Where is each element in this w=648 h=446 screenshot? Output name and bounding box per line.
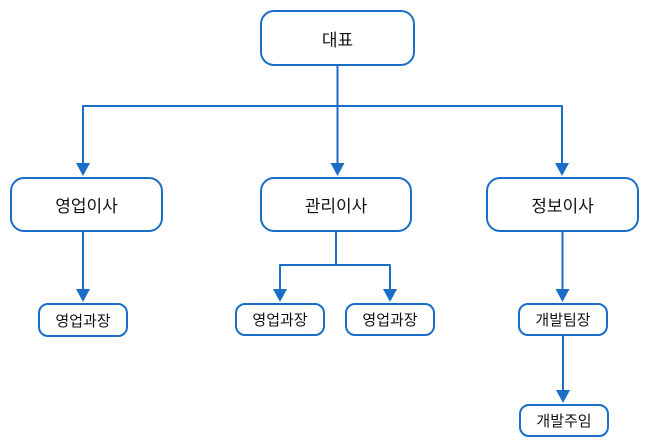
node-dev-senior-label: 개발주임	[536, 413, 592, 430]
node-ceo-label: 대표	[321, 30, 354, 50]
node-sales-manager-3-label: 영업과장	[362, 312, 418, 329]
node-sales-manager-3[interactable]: 영업과장	[345, 303, 435, 336]
arrowhead-sales-manager-3	[383, 289, 397, 302]
arrowhead-management-director	[330, 163, 345, 176]
node-management-director-label: 관리이사	[304, 197, 368, 216]
node-ceo[interactable]: 대표	[260, 10, 415, 66]
node-sales-director[interactable]: 영업이사	[10, 177, 163, 232]
node-dev-team-leader[interactable]: 개발팀장	[518, 303, 608, 336]
arrowhead-sales-director	[76, 163, 90, 176]
arrowhead-information-director	[555, 163, 569, 176]
node-sales-manager-1-label: 영업과장	[55, 312, 111, 330]
arrowhead-dev-team-leader	[555, 289, 570, 302]
arrowhead-dev-senior	[556, 390, 570, 403]
node-management-director[interactable]: 관리이사	[260, 177, 412, 232]
arrowhead-sales-manager-1	[76, 289, 90, 302]
node-dev-senior[interactable]: 개발주임	[519, 404, 609, 437]
node-sales-manager-2[interactable]: 영업과장	[235, 303, 325, 336]
node-dev-team-leader-label: 개발팀장	[535, 312, 591, 329]
node-sales-director-label: 영업이사	[55, 197, 118, 216]
arrowhead-sales-manager-2	[273, 289, 287, 302]
node-information-director-label: 정보이사	[531, 197, 594, 216]
node-sales-manager-1[interactable]: 영업과장	[38, 303, 128, 337]
node-sales-manager-2-label: 영업과장	[252, 312, 308, 329]
edge-management-director-split	[279, 232, 391, 291]
node-information-director[interactable]: 정보이사	[486, 177, 639, 232]
edge-ceo-branch-rail	[82, 105, 563, 164]
